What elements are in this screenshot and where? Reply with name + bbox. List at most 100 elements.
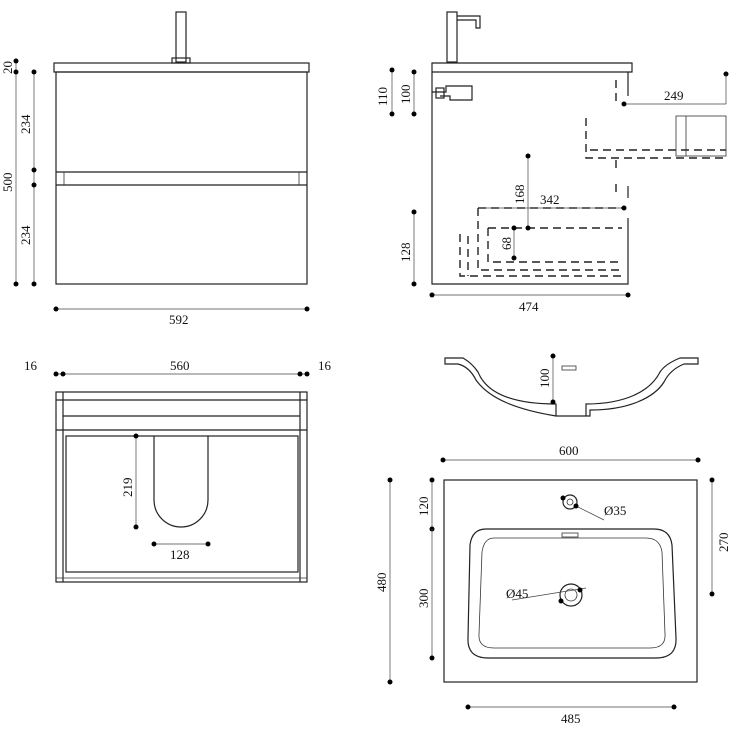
basin-depth-label: 480 — [374, 573, 389, 593]
dim-point — [411, 209, 417, 215]
dim-point — [411, 111, 417, 117]
basin-height-label: 100 — [537, 369, 552, 389]
dim-point — [525, 225, 531, 231]
dim-point — [205, 541, 211, 547]
basin-width-label: 600 — [559, 443, 579, 458]
overflow-slot — [561, 365, 577, 371]
side-faucet-spout — [457, 15, 481, 29]
front-top-label: 20 — [0, 61, 15, 74]
basin-section: 100 — [444, 353, 699, 417]
tap-hole-label: Ø35 — [604, 503, 626, 518]
dim-point — [429, 292, 435, 298]
top-view: 16 560 16 219 128 — [24, 358, 332, 583]
dim-point — [31, 182, 37, 188]
side-128-label: 128 — [398, 243, 413, 263]
top-drawer-box — [65, 435, 299, 573]
basin-bowl-inner — [478, 537, 666, 649]
tap-hole — [562, 494, 578, 510]
faucet-body — [175, 11, 187, 63]
dim-point — [671, 704, 677, 710]
dim-point — [550, 353, 556, 359]
side-249-label: 249 — [664, 88, 684, 103]
side-faucet-body — [446, 11, 458, 63]
side-countertop — [431, 62, 633, 73]
dim-point — [133, 524, 139, 530]
side-view: 110 100 249 168 342 68 128 474 — [375, 11, 729, 314]
side-depth-label: 474 — [519, 299, 539, 314]
dim-point — [411, 281, 417, 287]
side-110-label: 110 — [375, 87, 390, 106]
bowl-depth-label: 270 — [716, 533, 731, 553]
dim-point — [60, 371, 66, 377]
drain-inner — [564, 588, 578, 602]
dim-point — [709, 477, 715, 483]
dim-point — [621, 205, 627, 211]
tap-hole-leader — [573, 504, 605, 521]
drain-label: Ø45 — [506, 586, 528, 601]
basin-plan: 600 Ø35 Ø45 120 300 480 270 — [374, 443, 731, 726]
dim-point — [465, 704, 471, 710]
dim-point — [304, 371, 310, 377]
top-inner-width-label: 560 — [170, 358, 190, 373]
siphon-cap — [435, 87, 445, 99]
dim-point — [387, 679, 393, 685]
siphon-cutout — [153, 436, 209, 528]
front-width-label: 592 — [169, 312, 189, 327]
side-cabinet — [431, 72, 629, 285]
drain-outer — [559, 583, 583, 607]
dim-point — [133, 433, 139, 439]
dim-point — [31, 69, 37, 75]
dim-point — [695, 457, 701, 463]
cabinet-body — [55, 71, 308, 285]
upper-drawer-box — [675, 115, 727, 157]
dim-point — [511, 225, 517, 231]
front-drawer-top-label: 234 — [18, 114, 33, 134]
top-cutout-width-label: 128 — [170, 547, 190, 562]
dim-point — [53, 306, 59, 312]
dim-point — [304, 306, 310, 312]
front-view: 20 500 234 234 592 — [0, 11, 310, 327]
bowl-length-label: 300 — [416, 589, 431, 609]
top-outline — [55, 391, 308, 583]
siphon — [432, 85, 473, 101]
front-drawer-bottom-label: 234 — [18, 225, 33, 245]
bowl-width-label: 485 — [561, 711, 581, 726]
dim-point — [429, 655, 435, 661]
drain-leader — [511, 587, 587, 601]
countertop — [53, 62, 310, 73]
dim-point — [389, 67, 395, 73]
dim-point — [297, 371, 303, 377]
upper-drawer-outline — [585, 80, 726, 170]
dim-point — [621, 101, 627, 107]
dim-point — [13, 281, 19, 287]
dim-point — [429, 477, 435, 483]
dim-point — [151, 541, 157, 547]
side-68-label: 68 — [499, 237, 514, 250]
dim-point — [511, 255, 517, 261]
dim-point — [389, 111, 395, 117]
dim-point — [709, 591, 715, 597]
dim-point — [560, 495, 566, 501]
dim-point — [53, 371, 59, 377]
dim-point — [440, 457, 446, 463]
dim-point — [31, 167, 37, 173]
side-100-label: 100 — [398, 85, 413, 105]
drawer-slide — [459, 234, 626, 277]
top-right-side-label: 16 — [318, 358, 332, 373]
dim-point — [387, 477, 393, 483]
basin-bowl-outer — [467, 528, 677, 659]
basin-top-outline — [443, 479, 698, 683]
tap-offset-label: 120 — [416, 497, 431, 517]
front-height-label: 500 — [0, 173, 15, 193]
dim-point — [625, 292, 631, 298]
side-168-label: 168 — [512, 185, 527, 205]
dim-point — [13, 58, 19, 64]
dim-point — [31, 281, 37, 287]
side-342-label: 342 — [540, 192, 560, 207]
dim-point — [573, 503, 579, 509]
basin-overflow — [561, 532, 579, 538]
top-left-side-label: 16 — [24, 358, 38, 373]
dim-point — [577, 587, 583, 593]
dim-point — [558, 598, 564, 604]
